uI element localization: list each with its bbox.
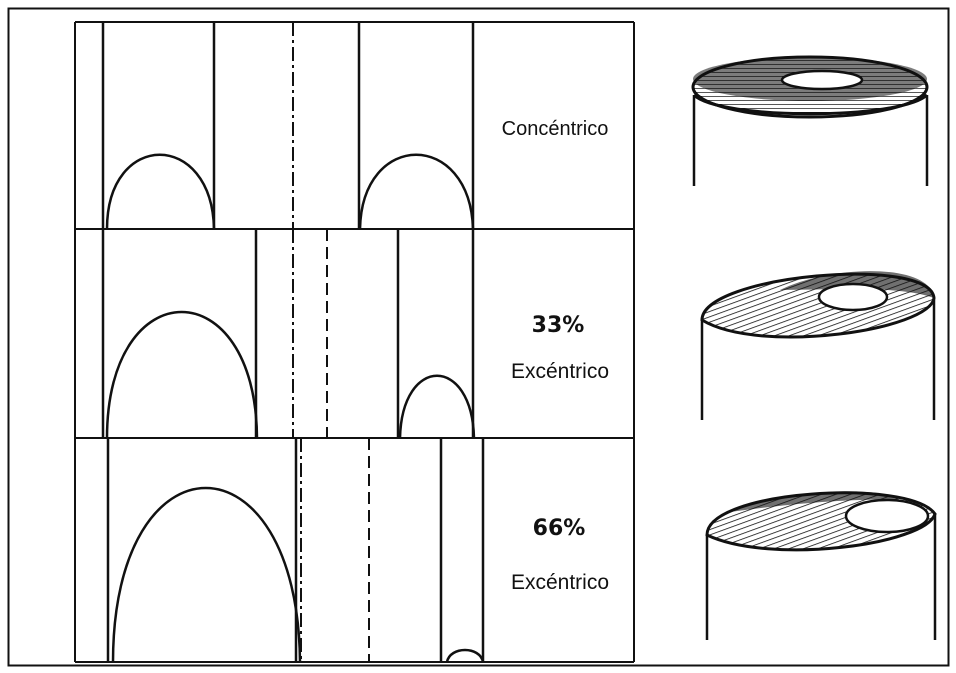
profile-grid — [74, 21, 635, 663]
velocity-profile-narrow — [398, 374, 476, 439]
velocity-profile-wide — [111, 486, 302, 663]
row-66-profiles — [106, 438, 485, 663]
velocity-profile-left — [105, 153, 216, 230]
outer-frame — [7, 7, 950, 667]
label-33-excentric: Excéntrico — [511, 360, 609, 383]
label-concentric: Concéntrico — [502, 118, 609, 140]
sketch-66-eccentric — [705, 491, 937, 640]
label-33-pct: 33% — [532, 313, 585, 338]
sketch-33-eccentric — [700, 271, 936, 420]
velocity-profile-tiny — [445, 648, 485, 663]
sketch-concentric-annulus — [691, 55, 929, 186]
velocity-profile-right — [358, 153, 475, 230]
row-concentric-profiles — [101, 22, 475, 230]
label-66-excentric: Excéntrico — [511, 571, 609, 594]
row-33-profiles — [101, 229, 476, 439]
velocity-profile-wide — [105, 310, 259, 439]
label-66-pct: 66% — [533, 516, 586, 541]
